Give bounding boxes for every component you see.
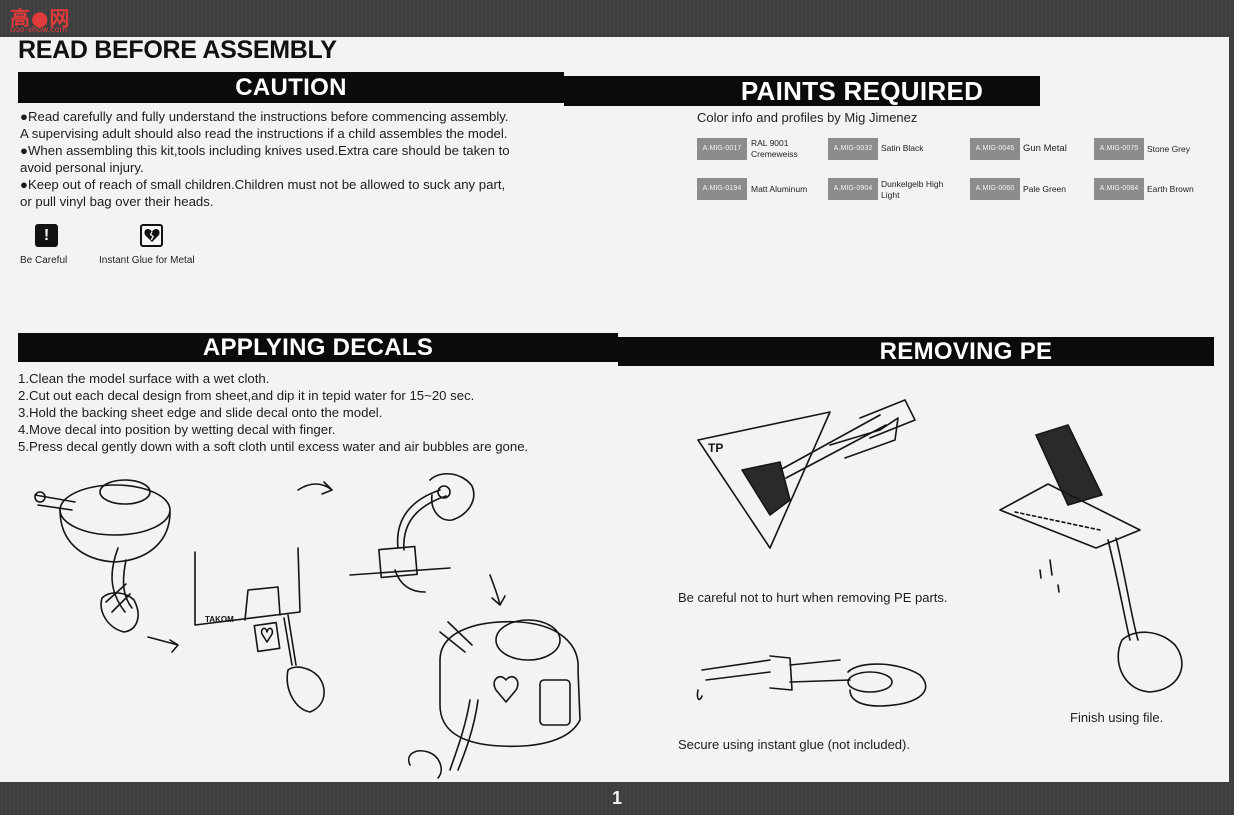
decal-step: 5.Press decal gently down with a soft cl… — [18, 439, 529, 454]
paint-chip: A.MIG-0045 — [970, 138, 1020, 160]
paints-subtitle: Color info and profiles by Mig Jimenez — [697, 110, 918, 125]
paint-name: Earth Brown — [1147, 184, 1194, 194]
decal-step: 4.Move decal into position by wetting de… — [18, 422, 336, 437]
right-frame — [1229, 37, 1234, 782]
paint-chip: A.MIG-0032 — [828, 138, 878, 160]
paint-name: Matt Aluminum — [751, 184, 808, 194]
pe-file-illustration — [999, 424, 1183, 693]
decal-sheet-illustration: TAKOM — [194, 547, 325, 713]
arrow-icon — [297, 481, 333, 495]
pe-cutting-illustration: TP — [697, 399, 916, 549]
arrow-icon — [489, 574, 506, 606]
paint-name: Pale Green — [1023, 184, 1066, 194]
decals-heading: APPLYING DECALS — [202, 334, 434, 361]
caution-line: ●When assembling this kit,tools includin… — [20, 143, 510, 158]
caution-heading-bar: CAUTION — [18, 72, 564, 103]
bottom-frame — [0, 782, 1234, 815]
caution-line: A supervising adult should also read the… — [20, 126, 508, 141]
paint-chip: A.MIG-0017 — [697, 138, 747, 160]
caution-line: or pull vinyl bag over their heads. — [20, 194, 214, 209]
paint-name: Gun Metal — [1023, 143, 1067, 154]
tweezers-water-illustration — [349, 473, 475, 593]
pe-file-caption: Finish using file. — [1070, 710, 1164, 725]
pe-fret-label: TP — [708, 441, 723, 455]
paint-name: Stone Grey — [1147, 144, 1190, 154]
caution-text: ●Read carefully and fully understand the… — [20, 108, 580, 210]
broken-heart-glyph — [143, 228, 160, 242]
decals-heading-bar: APPLYING DECALS — [18, 333, 618, 362]
paint-name: Dunkelgelb High Light — [881, 179, 944, 200]
caution-line: avoid personal injury. — [20, 160, 144, 175]
instant-glue-label: Instant Glue for Metal — [99, 255, 195, 266]
turret-decal-illustration — [408, 619, 581, 779]
watermark-url: ooo-show.com — [10, 25, 68, 34]
watermark-text: 高●网 — [10, 6, 71, 30]
turret-wipe-illustration — [34, 479, 171, 633]
top-frame — [0, 0, 1234, 37]
paint-name: Satin Black — [881, 143, 924, 153]
paints-heading: PAINTS REQUIRED — [740, 76, 984, 106]
pe-careful-caption: Be careful not to hurt when removing PE … — [678, 590, 948, 605]
decal-step: 2.Cut out each decal design from sheet,a… — [18, 388, 475, 403]
paint-chip: A.MIG-0904 — [828, 178, 878, 200]
decal-steps: 1.Clean the model surface with a wet clo… — [18, 370, 618, 455]
decal-step: 1.Clean the model surface with a wet clo… — [18, 371, 270, 386]
pe-heading: REMOVING PE — [879, 338, 1053, 365]
pe-glue-illustration — [696, 655, 927, 707]
paint-chip: A.MIG-0194 — [697, 178, 747, 200]
be-careful-label: Be Careful — [20, 255, 68, 266]
pe-glue-caption: Secure using instant glue (not included)… — [678, 737, 910, 752]
paints-heading-bar: PAINTS REQUIRED — [564, 76, 1040, 106]
page-number: 1 — [611, 788, 622, 808]
exclamation-icon: ! — [35, 224, 58, 247]
caution-line: ●Keep out of reach of small children.Chi… — [20, 177, 506, 192]
caution-line: ●Read carefully and fully understand the… — [20, 109, 509, 124]
decal-sheet-brand: TAKOM — [205, 615, 234, 624]
paint-chip: A.MIG-0075 — [1094, 138, 1144, 160]
watermark-logo: 高●网 ooo-show.com — [6, 2, 76, 36]
paint-name: RAL 9001 Cremeweiss — [751, 138, 798, 159]
paint-chip: A.MIG-0060 — [970, 178, 1020, 200]
decal-step: 3.Hold the backing sheet edge and slide … — [18, 405, 383, 420]
arrow-icon — [147, 636, 179, 653]
page-title: READ BEFORE ASSEMBLY — [18, 36, 337, 64]
paint-chip: A.MIG-0084 — [1094, 178, 1144, 200]
pe-heading-bar: REMOVING PE — [618, 337, 1214, 366]
broken-heart-icon — [140, 224, 163, 247]
caution-heading: CAUTION — [235, 74, 347, 101]
